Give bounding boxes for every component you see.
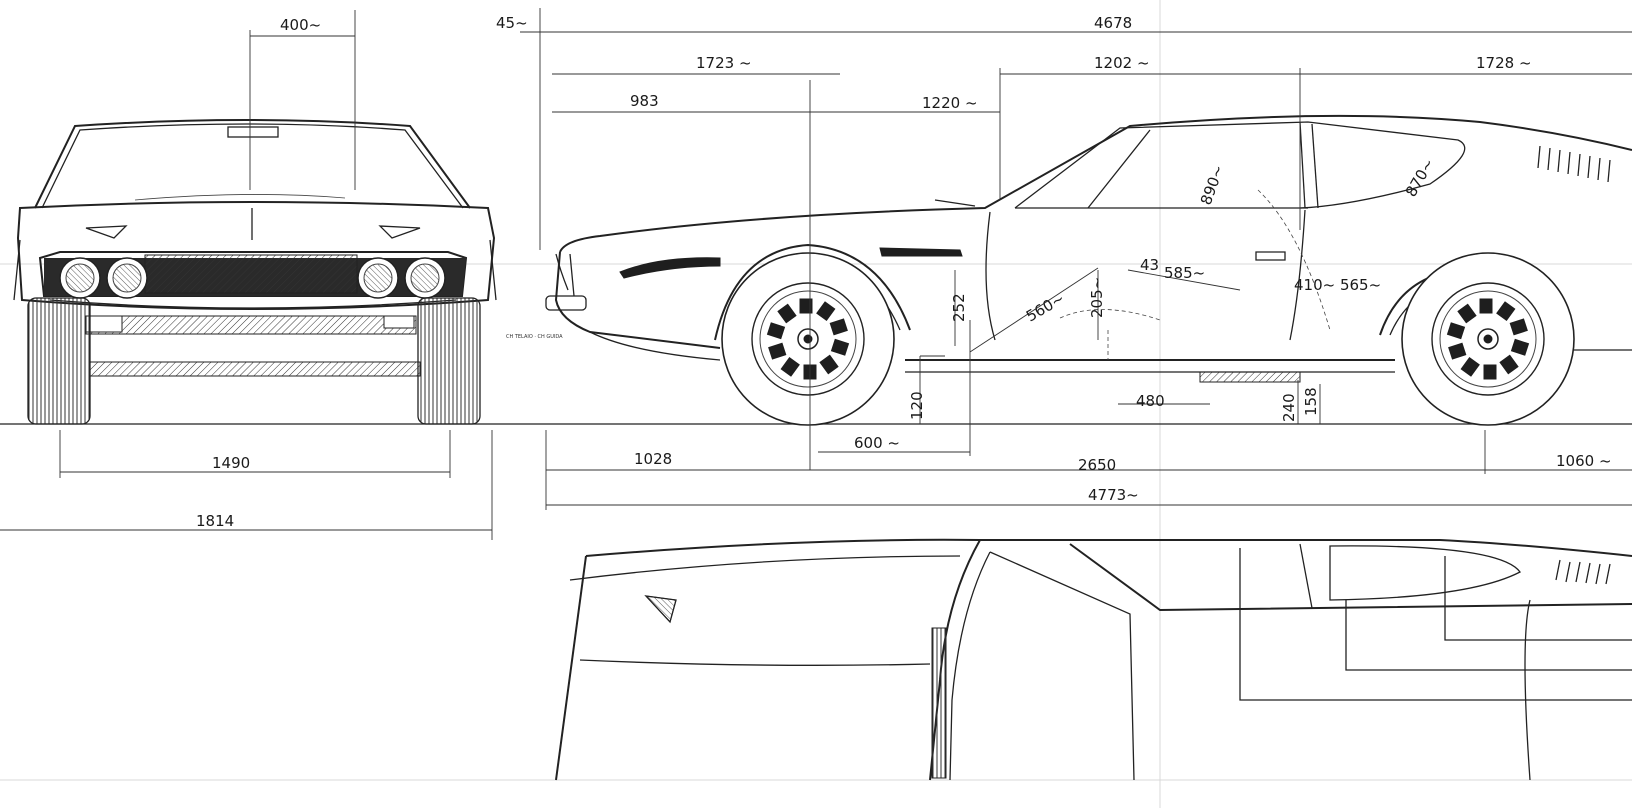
label-120: 120: [908, 391, 926, 420]
label-1490: 1490: [212, 454, 250, 472]
label-2650: 2650: [1078, 456, 1116, 474]
label-870: 870~: [1402, 155, 1438, 200]
signature-text: CH TELAIO · CH GUIDA: [506, 334, 563, 340]
front-headlamps: [59, 257, 446, 299]
label-410-565: 410~ 565~: [1294, 276, 1381, 294]
label-43: 43: [1140, 256, 1159, 274]
label-252: 252: [950, 293, 968, 322]
label-1728: 1728 ~: [1476, 54, 1532, 72]
label-4678: 4678: [1094, 14, 1132, 32]
label-158: 158: [1302, 387, 1320, 416]
front-view: [13, 119, 497, 425]
plan-view: [555, 538, 1632, 781]
label-4773: 4773~: [1088, 486, 1139, 504]
label-45: 45~: [496, 14, 528, 32]
side-view: [545, 114, 1632, 426]
label-1814: 1814: [196, 512, 234, 530]
label-983: 983: [630, 92, 659, 110]
label-585: 585~: [1164, 264, 1205, 282]
label-1060: 1060 ~: [1556, 452, 1612, 470]
rear-wheel: [1401, 252, 1575, 426]
label-1202: 1202 ~: [1094, 54, 1150, 72]
label-600: 600 ~: [854, 434, 900, 452]
side-louvres: [1537, 145, 1611, 183]
label-1028: 1028: [634, 450, 672, 468]
label-560: 560~: [1023, 289, 1068, 325]
label-240: 240: [1280, 393, 1298, 422]
label-480: 480: [1136, 392, 1165, 410]
label-1723: 1723 ~: [696, 54, 752, 72]
dimension-lines: [0, 8, 1632, 540]
front-wheel: [721, 252, 895, 426]
label-400: 400~: [280, 16, 321, 34]
label-890: 890~: [1197, 162, 1228, 207]
label-1220: 1220 ~: [922, 94, 978, 112]
plan-louvres: [1555, 559, 1611, 585]
label-205: 205~: [1088, 277, 1106, 318]
